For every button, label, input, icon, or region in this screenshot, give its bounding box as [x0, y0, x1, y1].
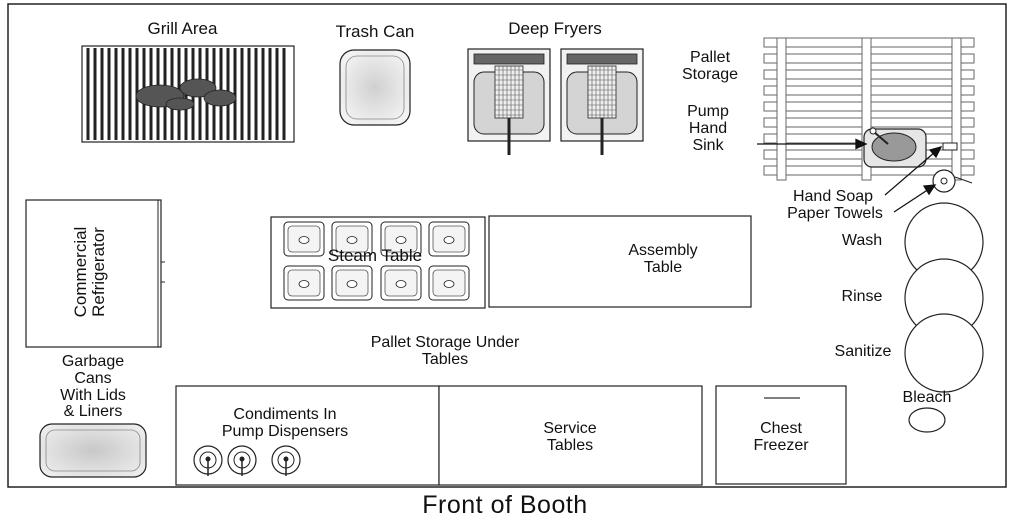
- service-table: [438, 385, 703, 486]
- trash-can: [339, 49, 411, 126]
- pump-hand-sink: [863, 127, 927, 168]
- steam-pan: [380, 265, 422, 301]
- paper-towels-label: Paper Towels: [787, 205, 883, 222]
- pump-dispenser: [271, 445, 301, 476]
- chest-freezer-label: Chest Freezer: [753, 420, 809, 454]
- steam-pan: [331, 221, 373, 257]
- deep-fryer-right: [560, 48, 644, 155]
- sanitize-label: Sanitize: [834, 343, 892, 360]
- pump-dispenser: [193, 445, 223, 476]
- deep-fryer-left: [467, 48, 551, 155]
- condiments-label: Condiments In Pump Dispensers: [221, 406, 349, 440]
- bleach-label: Bleach: [902, 389, 952, 406]
- pallet-storage-label: Pallet Storage: [681, 49, 739, 83]
- service-tables-label: Service Tables: [543, 420, 597, 454]
- pump-dispenser: [227, 445, 257, 476]
- steam-pan: [380, 221, 422, 257]
- hand-soap-label: Hand Soap: [792, 188, 874, 205]
- paper-towel-roll: [932, 169, 973, 193]
- steam-pan: [428, 265, 470, 301]
- steam-table: [270, 216, 486, 309]
- grill: [81, 45, 295, 143]
- commercial-refrigerator: [25, 199, 165, 348]
- assembly-table-label: Assembly Table: [628, 242, 698, 276]
- garbage-cans-label: Garbage Cans With Lids & Liners: [60, 353, 126, 421]
- trash-can-label: Trash Can: [335, 22, 415, 41]
- steam-table-label: Steam Table: [327, 246, 423, 265]
- rinse-label: Rinse: [841, 288, 883, 305]
- commercial-refrigerator-label: Commercial Refrigerator: [71, 226, 108, 318]
- steam-pan: [283, 221, 325, 257]
- leader-arrows: [757, 138, 943, 213]
- steam-pan: [283, 265, 325, 301]
- grill-area-label: Grill Area: [147, 19, 218, 38]
- grill-food: [135, 78, 237, 111]
- pallet-storage-under-tables-label: Pallet Storage Under Tables: [370, 334, 520, 368]
- bleach-bucket: [908, 407, 946, 433]
- front-of-booth-caption: Front of Booth: [422, 491, 588, 519]
- steam-pan: [331, 265, 373, 301]
- pump-hand-sink-label: Pump Hand Sink: [687, 103, 729, 154]
- steam-pan: [428, 221, 470, 257]
- chest-freezer: [715, 385, 847, 485]
- hand-soap-dispenser: [942, 142, 958, 151]
- garbage-can: [39, 423, 147, 478]
- sanitize-basin: [904, 313, 984, 393]
- booth-outline: [7, 3, 1007, 488]
- assembly-table: [488, 215, 752, 308]
- wash-label: Wash: [841, 232, 883, 249]
- deep-fryers-label: Deep Fryers: [508, 19, 602, 38]
